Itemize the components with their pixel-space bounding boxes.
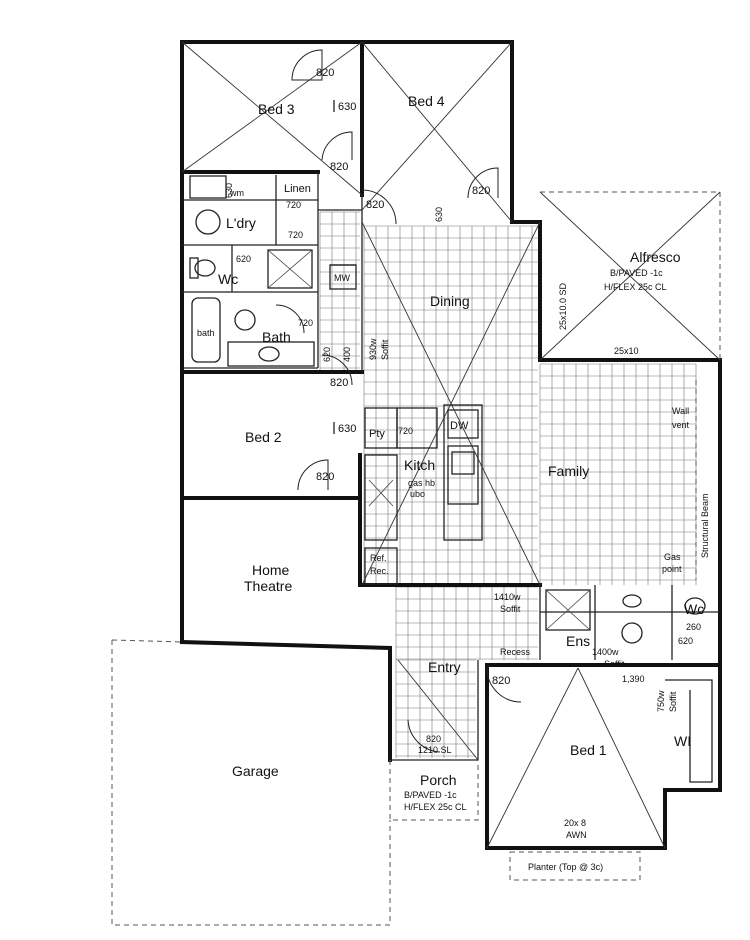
room-label-wc-ens: Wc — [684, 601, 704, 617]
dim-820: 820 — [492, 675, 510, 687]
tile-grid-living — [319, 211, 697, 758]
dimension-labels: 820 630 820 820 630 820 720 720 630 620 … — [224, 67, 701, 744]
room-label-family: Family — [548, 463, 589, 479]
label-porch-note-2: H/FLEX 25c CL — [404, 802, 467, 812]
label-soffit-entry-1: 1410w — [494, 592, 521, 602]
dim-630: 630 — [338, 101, 356, 113]
room-label-kitch: Kitch — [404, 457, 435, 473]
label-ref: Ref. — [370, 553, 387, 563]
room-label-home-theatre-1: Home — [252, 562, 290, 578]
label-alfresco-note-1: B/PAVED -1c — [610, 268, 663, 278]
dim-820: 820 — [316, 471, 334, 483]
room-label-bath: Bath — [262, 329, 291, 345]
label-soffit-dining-1: 930w — [368, 338, 378, 360]
dim-400: 400 — [342, 347, 352, 362]
room-label-pty: Pty — [369, 428, 385, 440]
dim-820: 820 — [330, 377, 348, 389]
label-porch-note-1: B/PAVED -1c — [404, 790, 457, 800]
label-soffit-dining-2: Soffit — [380, 339, 390, 360]
room-label-entry: Entry — [428, 659, 461, 675]
dashed-outlines — [111, 191, 721, 926]
dim-720: 720 — [298, 318, 313, 328]
room-label-bed2: Bed 2 — [245, 429, 282, 445]
room-label-bed4: Bed 4 — [408, 93, 445, 109]
room-label-porch: Porch — [420, 772, 457, 788]
label-planter: Planter (Top @ 3c) — [528, 862, 603, 872]
dim-260: 260 — [686, 622, 701, 632]
label-rec: Rec. — [370, 566, 389, 576]
dim-620: 620 — [678, 636, 693, 646]
dim-820: 820 — [316, 67, 334, 79]
label-wm: wm — [229, 188, 244, 198]
room-label-linen: Linen — [284, 183, 311, 195]
room-label-wc: Wc — [218, 271, 238, 287]
label-gas-point-1: Gas — [664, 552, 681, 562]
label-dim-1390: 1,390 — [622, 674, 645, 684]
label-structural-beam: Structural Beam — [700, 493, 710, 558]
label-soffit-wi-2: Soffit — [668, 691, 678, 712]
room-label-wi: WI — [674, 733, 691, 749]
label-window-25x10: 25x10 — [614, 346, 639, 356]
label-mw: MW — [334, 273, 350, 283]
label-soffit-ens-2: Soffit — [604, 659, 625, 669]
dim-720: 720 — [398, 426, 413, 436]
label-recess: Recess — [500, 647, 531, 657]
dim-630: 630 — [434, 207, 444, 222]
label-entry-sl: 1210 SL — [418, 745, 452, 755]
label-alfresco-note-2: H/FLEX 25c CL — [604, 282, 667, 292]
dim-720: 720 — [288, 230, 303, 240]
label-wall-vent-1: Wall — [672, 406, 689, 416]
label-wall-vent-2: vent — [672, 420, 690, 430]
label-gas-hob: gas hb — [408, 478, 435, 488]
label-awn-1: 20x 8 — [564, 818, 586, 828]
label-awn-2: AWN — [566, 830, 587, 840]
dim-630: 630 — [338, 423, 356, 435]
exterior-walls — [179, 40, 722, 850]
dim-620: 620 — [236, 254, 251, 264]
room-labels: Bed 3 Bed 4 Bed 2 Bed 1 Home Theatre Gar… — [218, 93, 704, 788]
room-label-garage: Garage — [232, 763, 279, 779]
ceiling-diagonals — [181, 41, 721, 849]
room-label-ens: Ens — [566, 633, 590, 649]
dim-820: 820 — [472, 185, 490, 197]
door-swings — [275, 49, 522, 753]
dim-820: 820 — [366, 199, 384, 211]
room-label-alfresco: Alfresco — [630, 249, 681, 265]
room-label-bed3: Bed 3 — [258, 101, 295, 117]
dim-620: 620 — [322, 347, 332, 362]
room-label-home-theatre-2: Theatre — [244, 578, 292, 594]
dim-820: 820 — [426, 734, 441, 744]
label-window-25x10sd: 25x10.0 SD — [558, 282, 568, 330]
dim-720: 720 — [286, 200, 301, 210]
label-soffit-entry-2: Soffit — [500, 604, 521, 614]
room-label-ldry: L'dry — [226, 215, 256, 231]
interior-walls — [182, 172, 713, 783]
room-label-dining: Dining — [430, 293, 470, 309]
label-bath-tub: bath — [197, 328, 215, 338]
room-label-bed1: Bed 1 — [570, 742, 607, 758]
label-gas-point-2: point — [662, 564, 682, 574]
dim-630: 630 — [224, 183, 234, 198]
annotation-labels: wm bath DW gas hb ubo Ref. Rec. Recess M… — [197, 188, 710, 872]
label-ubo: ubo — [410, 489, 425, 499]
label-dw: DW — [450, 420, 469, 432]
dim-820: 820 — [330, 161, 348, 173]
label-soffit-ens-1: 1400w — [592, 647, 619, 657]
label-soffit-wi-1: 750w — [656, 690, 666, 712]
